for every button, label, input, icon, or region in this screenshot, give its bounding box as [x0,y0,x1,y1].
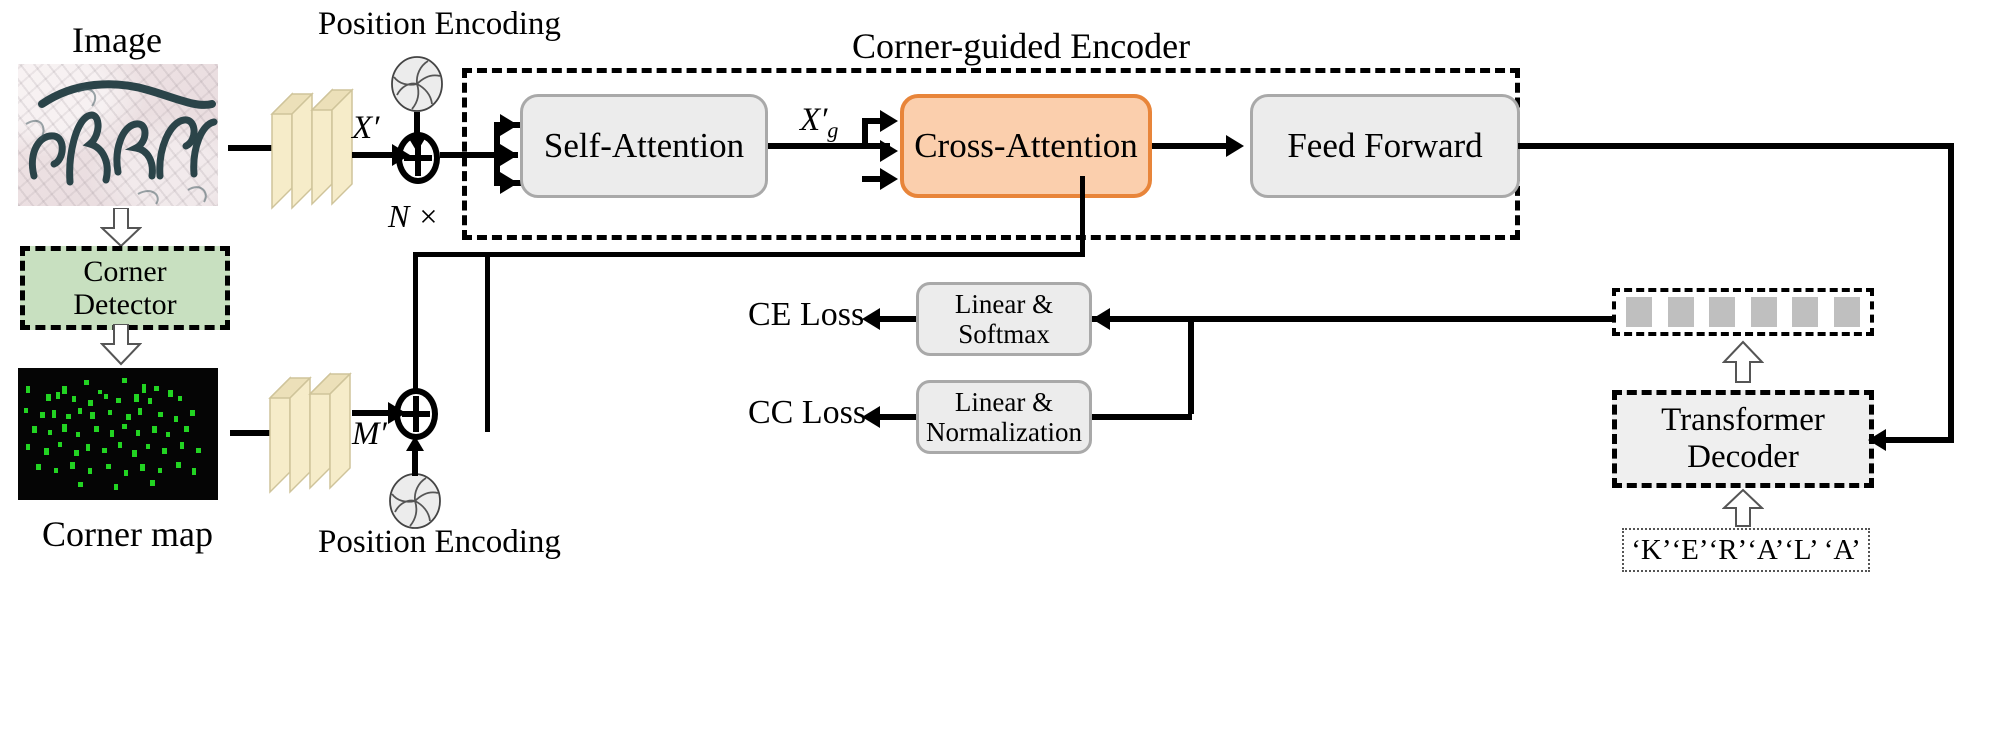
token-square [1626,297,1652,327]
cc-loss-label: CC Loss [748,394,867,431]
line-plus-bottom-to-route [413,256,418,390]
hollow-arrow-detector-to-cornermap [100,324,142,366]
linear-softmax-block[interactable]: Linear & Softmax [916,282,1092,356]
arrow-line-image-to-cnn [228,145,284,151]
token-square [1792,297,1819,327]
cnn-backbone-bottom-icon [268,372,352,494]
qkv-bus-vertical [494,122,500,186]
qkv-arrow-q [500,114,518,136]
position-encoding-top-label: Position Encoding [318,6,561,42]
character-sequence-text: ‘K’‘E’‘R’‘A’‘L’ ‘A’ [1631,533,1861,566]
line-self-to-cross [768,143,890,149]
pinwheel-icon-bottom [389,473,441,529]
line-cnn-to-plus-bottom [352,410,392,416]
token-square [1833,297,1860,327]
encoder-title: Corner-guided Encoder [852,26,1191,66]
cross-qk-branch-horizontal [862,118,888,124]
token-square [1709,297,1736,327]
linear-normalization-label: Linear & Normalization [926,386,1082,447]
cross-attention-label: Cross-Attention [914,126,1138,166]
self-attention-block[interactable]: Self-Attention [520,94,768,198]
corner-map-label: Corner map [42,514,213,554]
posenc-bottom-upline [412,448,418,476]
line-linnorm-to-ccloss [876,414,924,420]
line-cross-to-ff [1152,143,1232,149]
cross-v-line-horizontal [862,176,888,182]
image-label: Image [72,20,162,60]
line-tokens-to-linsoft-b [1092,316,1192,322]
hollow-arrow-image-to-detector [100,208,142,248]
line-ff-out-vertical [1948,143,1954,440]
character-sequence-box: ‘K’‘E’‘R’‘A’‘L’ ‘A’ [1622,528,1870,572]
corner-route-vertical-left [485,252,490,432]
corner-points [24,378,201,490]
linear-softmax-label: Linear & Softmax [954,288,1054,349]
arrow-line-cnn-to-plus-top [352,152,396,158]
linear-normalization-block[interactable]: Linear & Normalization [916,380,1092,454]
line-tokens-branch-vertical [1188,316,1194,414]
add-operator-bottom [394,388,438,440]
cross-arrow-k [880,140,898,162]
corner-route-horizontal [485,252,1085,257]
arrow-cross-to-ff [1226,135,1244,157]
arrow-ff-into-decoder [1868,429,1886,451]
qkv-arrow-v [500,172,518,194]
posenc-bottom-arrowhead [406,436,424,451]
input-image-thumbnail [18,64,218,206]
qkv-arrow-k [500,144,518,166]
feed-forward-label: Feed Forward [1287,126,1483,166]
line-ff-into-decoder [1884,437,1954,443]
arrow-linnorm-to-ccloss [862,406,880,428]
corner-map-thumbnail [18,368,218,500]
cnn-backbone-top-icon [270,88,354,210]
cross-attention-block[interactable]: Cross-Attention [900,94,1152,198]
token-square [1750,297,1777,327]
hollow-arrow-chars-to-decoder [1722,488,1764,527]
arrow-line-cornermap-to-cnn [230,430,282,436]
position-encoding-bottom-label: Position Encoding [318,524,561,560]
line-route-join [413,252,489,257]
line-plus-to-selfattention [440,152,518,158]
image-calligraphy [25,80,218,205]
corner-detector-label: Corner Detector [73,255,177,321]
cross-arrow-v [880,168,898,190]
corner-route-vertical-right [1080,176,1085,256]
decoder-output-tokens [1612,288,1874,336]
corner-detector-box[interactable]: Corner Detector [20,246,230,330]
arrow-linsoft-to-celoss [862,308,880,330]
corner-feature-symbol: M′ [352,416,387,452]
line-linsoft-to-celoss [876,316,924,322]
cross-arrow-q [880,110,898,132]
ce-loss-label: CE Loss [748,296,865,333]
transformer-decoder-block[interactable]: Transformer Decoder [1612,390,1874,488]
posenc-top-dropline [414,112,420,140]
line-tokens-to-linnorm [1092,414,1192,420]
line-tokens-to-linsoft [1188,316,1612,322]
add-operator-top [396,132,440,184]
image-feature-symbol: X′ [352,110,380,146]
guided-feature-symbol: X′g [800,102,839,143]
pinwheel-icon-top [391,56,443,112]
feed-forward-block[interactable]: Feed Forward [1250,94,1520,198]
line-ff-out-horizontal [1518,143,1954,149]
transformer-decoder-label: Transformer Decoder [1661,402,1825,475]
cross-qk-branch-vertical [862,118,868,148]
encoder-repeat-label: N × [388,198,439,234]
self-attention-label: Self-Attention [543,126,745,166]
token-square [1667,297,1694,327]
hollow-arrow-decoder-to-tokens [1722,340,1764,383]
